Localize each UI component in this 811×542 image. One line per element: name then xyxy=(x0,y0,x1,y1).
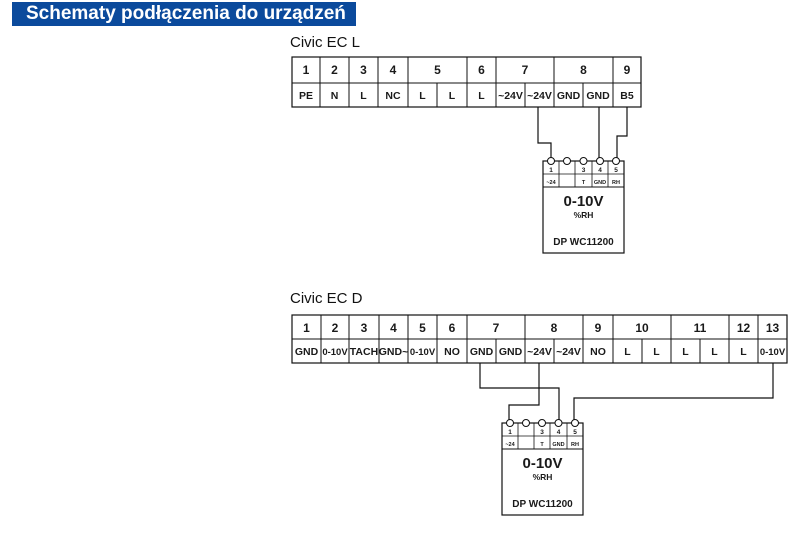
terminal-label: PE xyxy=(299,90,313,102)
sensor-device-box xyxy=(542,160,625,254)
device-pin-number: 3 xyxy=(540,429,544,436)
wire xyxy=(479,363,560,420)
device-model-label: DP WC11200 xyxy=(512,499,573,510)
device-pin-label: RH xyxy=(612,180,620,186)
terminal-number: 3 xyxy=(361,321,368,335)
terminal-label: L xyxy=(419,90,426,102)
terminal-label: L xyxy=(711,346,718,358)
terminal-number: 13 xyxy=(766,321,780,335)
terminal-screw-icon xyxy=(579,157,588,165)
device-pin-number: 4 xyxy=(557,429,561,436)
device-pin-label: GND xyxy=(552,442,564,448)
terminal-number: 5 xyxy=(434,63,441,77)
terminal-label: 0-10V xyxy=(410,347,436,358)
terminal-screw-icon xyxy=(563,157,571,165)
device-signal-label: 0-10V xyxy=(522,455,562,472)
terminal-screw-icon xyxy=(571,419,579,427)
terminal-number: 4 xyxy=(390,63,397,77)
device-model-label: DP WC11200 xyxy=(553,237,614,248)
terminal-number: 8 xyxy=(580,63,587,77)
terminal-number: 6 xyxy=(449,321,456,335)
device-pin-label: RH xyxy=(571,442,579,448)
device-pin-label: ~24 xyxy=(546,180,556,186)
terminal-label: ~24V xyxy=(556,346,581,358)
diagram-title-civic-ec-l: Civic EC L xyxy=(290,34,361,51)
terminal-label: 0-10V xyxy=(322,347,348,358)
terminal-label: GND xyxy=(499,346,523,358)
device-pin-label: GND xyxy=(594,180,606,186)
terminal-screw-icon xyxy=(506,419,514,427)
terminal-number: 3 xyxy=(360,63,367,77)
terminal-label: L xyxy=(740,346,747,358)
terminal-label: GND~ xyxy=(379,346,408,358)
terminal-label: GND xyxy=(470,346,494,358)
terminal-label: TACH xyxy=(350,346,378,358)
terminal-label: NO xyxy=(444,346,460,358)
terminal-screw-icon xyxy=(547,157,555,165)
terminal-number: 2 xyxy=(332,321,339,335)
terminal-label: N xyxy=(331,90,339,102)
terminal-label: L xyxy=(682,346,689,358)
wire xyxy=(508,363,540,420)
terminal-label: GND xyxy=(586,90,610,102)
device-pin-number: 5 xyxy=(573,429,577,436)
terminal-screw-icon xyxy=(554,419,563,427)
terminal-label: L xyxy=(653,346,660,358)
terminal-label: ~24V xyxy=(527,346,552,358)
terminal-label: ~24V xyxy=(498,90,523,102)
device-unit-label: %RH xyxy=(533,472,553,482)
terminal-label: NO xyxy=(590,346,606,358)
wire xyxy=(616,107,628,158)
terminal-number: 5 xyxy=(419,321,426,335)
device-pin-number: 4 xyxy=(598,167,602,174)
terminal-number: 10 xyxy=(635,321,649,335)
terminal-screw-icon xyxy=(538,419,546,427)
section-title-banner: Schematy podłączenia do urządzeń xyxy=(12,2,356,26)
terminal-number: 1 xyxy=(303,321,310,335)
terminal-label: ~24V xyxy=(527,90,552,102)
terminal-screw-icon xyxy=(596,157,604,165)
terminal-label: NC xyxy=(385,90,401,102)
diagram-title-civic-ec-d: Civic EC D xyxy=(290,290,363,307)
device-pin-number: 5 xyxy=(614,167,618,174)
terminal-number: 8 xyxy=(551,321,558,335)
terminal-label: L xyxy=(624,346,631,358)
terminal-number: 11 xyxy=(694,321,707,335)
device-pin-label: ~24 xyxy=(505,442,515,448)
terminal-number: 6 xyxy=(478,63,485,77)
terminal-number: 4 xyxy=(390,321,397,335)
terminal-label: L xyxy=(478,90,485,102)
sensor-device-box xyxy=(501,422,584,516)
terminal-number: 9 xyxy=(595,321,602,335)
terminal-screw-icon xyxy=(612,157,620,165)
terminal-label: B5 xyxy=(620,90,634,102)
terminal-label: L xyxy=(449,90,456,102)
terminal-label: GND xyxy=(295,346,319,358)
device-unit-label: %RH xyxy=(574,210,594,220)
device-pin-label: T xyxy=(582,180,586,186)
terminal-number: 9 xyxy=(624,63,631,77)
terminal-number: 2 xyxy=(331,63,338,77)
terminal-label: 0-10V xyxy=(760,347,786,358)
wire xyxy=(537,107,552,158)
device-pin-number: 3 xyxy=(582,167,586,174)
terminal-number: 7 xyxy=(522,63,529,77)
terminal-block-0 xyxy=(291,56,642,108)
terminal-label: GND xyxy=(557,90,581,102)
terminal-number: 12 xyxy=(737,321,751,335)
wire xyxy=(573,363,774,420)
terminal-screw-icon xyxy=(522,419,530,427)
device-pin-number: 1 xyxy=(508,429,512,436)
device-pin-number: 1 xyxy=(549,167,553,174)
device-pin-label: T xyxy=(540,442,544,448)
terminal-label: L xyxy=(360,90,367,102)
terminal-number: 1 xyxy=(303,63,310,77)
device-signal-label: 0-10V xyxy=(563,193,603,210)
terminal-number: 7 xyxy=(493,321,500,335)
